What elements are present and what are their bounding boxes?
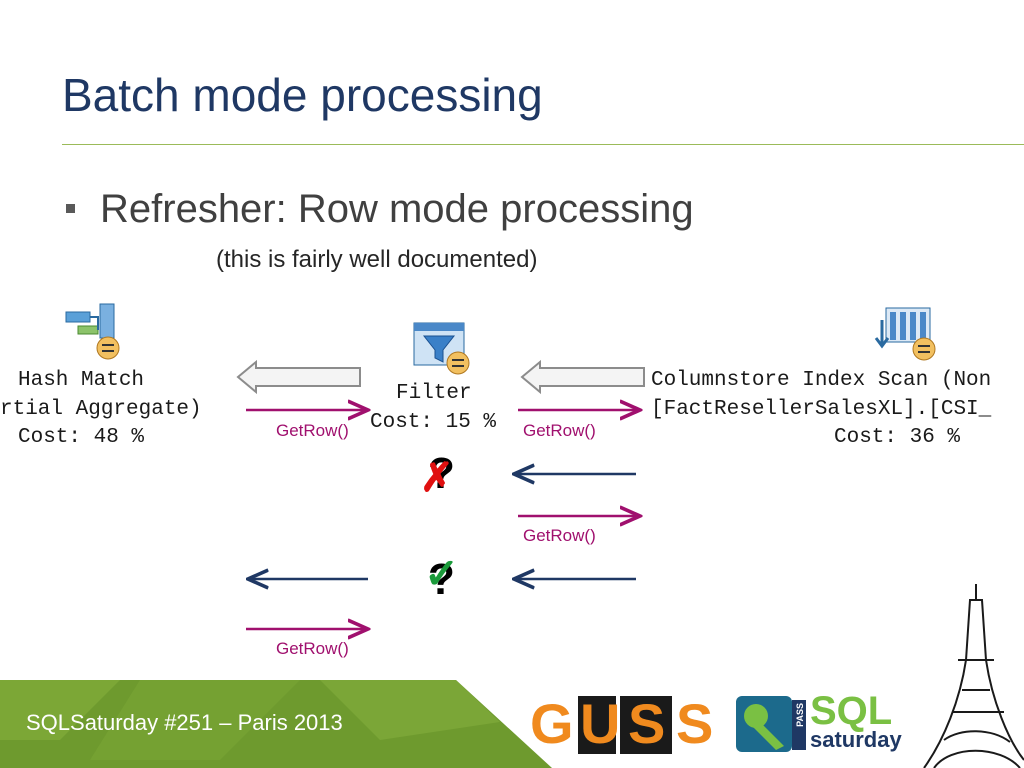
filter-label: Filter [396, 382, 472, 405]
check-mark-icon: ✓ [424, 550, 460, 597]
slide-title: Batch mode processing [62, 69, 543, 121]
title-divider [62, 144, 1024, 145]
footer-event-text: SQLSaturday #251 – Paris 2013 [26, 710, 343, 735]
filter-cost: Cost: 15 % [370, 411, 497, 434]
sqlsat-sql-text: SQL [810, 689, 893, 733]
subtitle-note: (this is fairly well documented) [216, 246, 538, 273]
guss-logo [578, 696, 672, 754]
hash-match-icon [65, 303, 120, 360]
getrow-label-4: GetRow() [276, 639, 349, 658]
columnstore-scan-icon [874, 307, 936, 361]
hash-match-type: rtial Aggregate) [0, 398, 202, 421]
guss-letter-g: G [530, 692, 574, 755]
getrow-label-2: GetRow() [523, 421, 596, 440]
sqlsat-saturday-text: saturday [810, 727, 902, 752]
hash-match-label: Hash Match [18, 369, 145, 392]
sqlsat-pass-text: PASS [795, 703, 805, 727]
scan-label: Columnstore Index Scan (Non [651, 369, 992, 392]
plan-arrow-filter-to-hash [236, 359, 361, 395]
getrow-label-3: GetRow() [523, 526, 596, 545]
plan-arrow-scan-to-filter [520, 359, 645, 395]
eiffel-tower-drawing [923, 584, 1024, 768]
guss-letter-s2: S [676, 692, 714, 755]
hash-match-cost: Cost: 48 % [18, 426, 145, 449]
question-mark-1: ? [428, 449, 455, 498]
bullet-square [66, 204, 75, 213]
guss-letter-u: U [580, 692, 621, 755]
scan-cost: Cost: 36 % [834, 426, 961, 449]
question-mark-2: ? [428, 555, 455, 604]
filter-icon [413, 322, 470, 375]
cross-mark-icon: ✗ [420, 456, 454, 500]
footer-band [0, 680, 552, 768]
sqlsaturday-logo [736, 696, 806, 752]
bullet-text: Refresher: Row mode processing [100, 187, 694, 231]
getrow-label-1: GetRow() [276, 421, 349, 440]
guss-letter-s1: S [628, 692, 666, 755]
scan-object: [FactResellerSalesXL].[CSI_ [651, 398, 992, 421]
